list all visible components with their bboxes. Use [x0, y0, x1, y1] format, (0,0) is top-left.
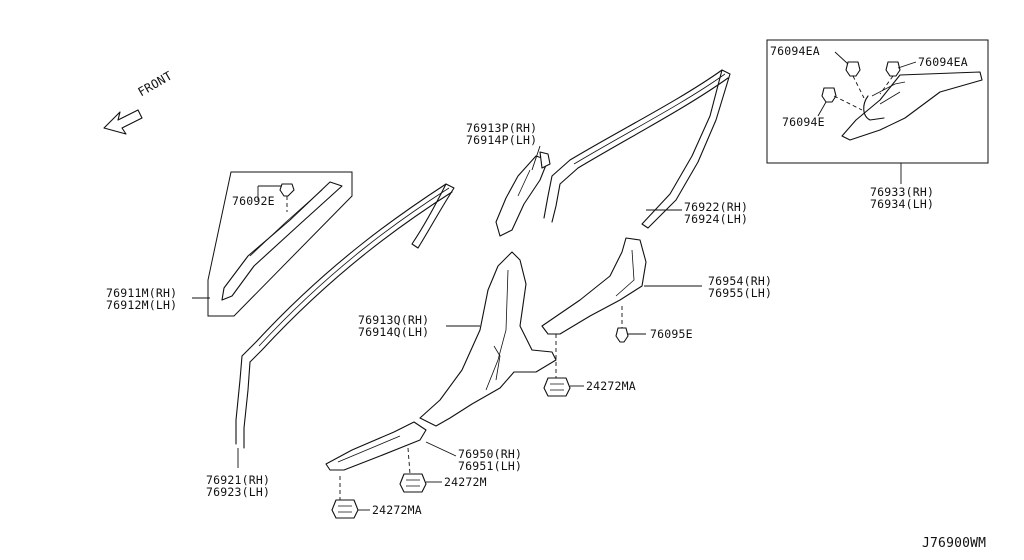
part-76913P-center-pillar-upper [495, 151, 551, 237]
callout-76921: 76921(RH) [206, 473, 271, 487]
callout-76922: 76922(RH) [684, 200, 749, 214]
callout-76951: 76951(LH) [458, 459, 523, 473]
callout-76950: 76950(RH) [458, 447, 523, 461]
callout-76913P: 76913P(RH) [466, 121, 538, 135]
clip-76095E-icon [615, 306, 629, 343]
callout-76094EA-left: 76094EA [770, 44, 820, 58]
callout-24272M: 24272M [444, 475, 487, 489]
part-76911M-front-pillar-garnish [221, 181, 343, 301]
clip-76092E-icon [279, 183, 295, 212]
clip-76094E-icon [821, 87, 863, 111]
callout-76955: 76955(LH) [708, 286, 773, 300]
callout-76914Q: 76914Q(LH) [358, 325, 430, 339]
callout-76923: 76923(LH) [206, 485, 271, 499]
part-76933-rear-pillar-upper [841, 71, 983, 141]
callout-24272MA-right: 24272MA [586, 379, 636, 393]
front-arrow-icon [103, 109, 143, 135]
callout-76913Q: 76913Q(RH) [358, 313, 430, 327]
callout-76954: 76954(RH) [708, 274, 773, 288]
callout-76912M: 76912M(LH) [106, 298, 178, 312]
callout-76924: 76924(LH) [684, 212, 749, 226]
clip-76094EA-right-icon [879, 61, 901, 95]
part-76950-front-kicking-plate [325, 421, 427, 471]
clip-76094EA-left-icon [845, 61, 865, 99]
detail-box-76933 [766, 39, 989, 164]
callout-76911M: 76911M(RH) [106, 286, 178, 300]
callout-76914P: 76914P(LH) [466, 133, 538, 147]
callout-76095E: 76095E [650, 327, 693, 341]
callout-76094EA-right: 76094EA [918, 55, 968, 69]
callout-76094E: 76094E [782, 115, 825, 129]
detail-box-76911M [207, 171, 353, 317]
clip-24272M-icon [399, 473, 427, 493]
callout-76934: 76934(LH) [870, 197, 935, 211]
part-76921-door-opening-weatherstrip [235, 183, 455, 449]
part-76954-rear-kicking-plate [541, 237, 647, 335]
part-76913Q-center-pillar-lower [419, 251, 557, 427]
callout-76092E: 76092E [232, 194, 275, 208]
part-76922-rear-weatherstrip [543, 69, 731, 229]
clip-24272MA-bottom-icon [331, 499, 359, 519]
drawing-code: J76900WM [922, 536, 987, 551]
callout-76933: 76933(RH) [870, 185, 935, 199]
callout-24272MA-bottom: 24272MA [372, 503, 422, 517]
clip-24272MA-right-icon [543, 377, 571, 397]
